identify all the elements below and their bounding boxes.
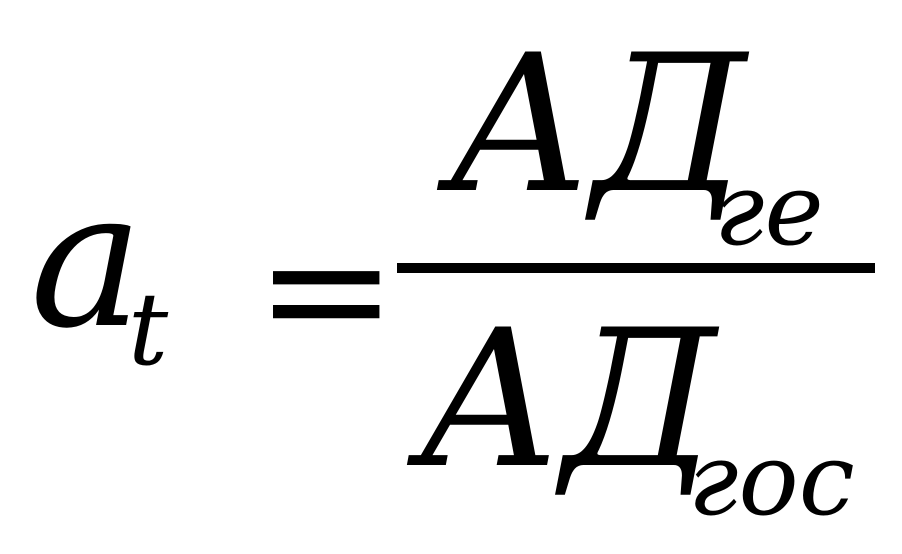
denominator-symbol: АД [418,289,717,510]
numerator-symbol: АД [448,14,747,235]
denominator-subscript: гос [688,421,855,538]
lhs-subscript: t [128,271,169,388]
lhs-symbol: a [30,149,144,370]
equals-sign: = [255,191,398,389]
fraction-bar [397,263,875,273]
numerator-subscript: ге [714,151,824,268]
